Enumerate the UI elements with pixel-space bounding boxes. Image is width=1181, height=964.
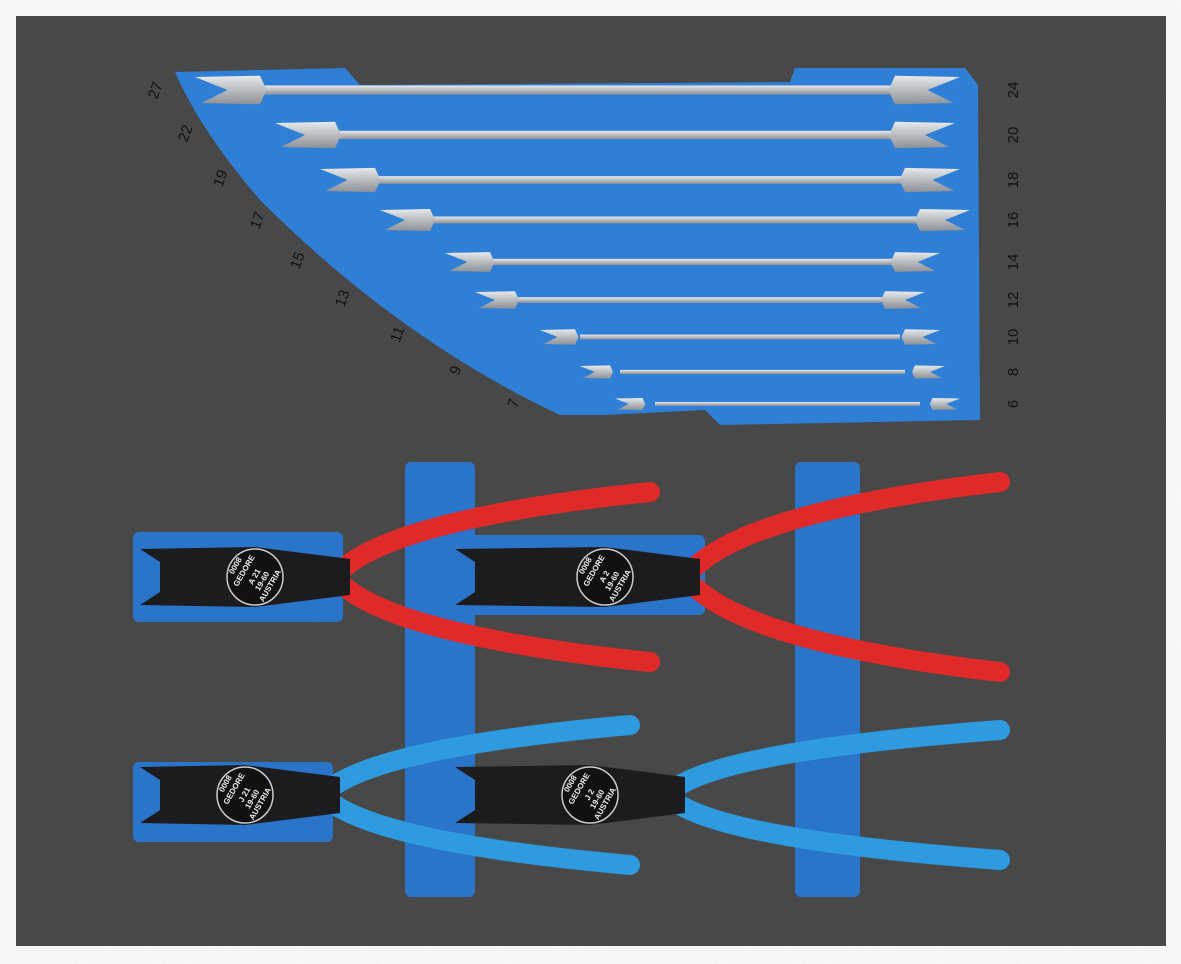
open-end	[615, 397, 646, 411]
wrench-size-right: 20	[1005, 127, 1022, 144]
wrench-size-right: 14	[1005, 254, 1022, 271]
pivot-badge	[226, 548, 284, 606]
handle-top	[325, 715, 640, 795]
wrench-size-left: 22	[175, 123, 197, 144]
wrench-size-right: 16	[1005, 212, 1022, 229]
open-end	[380, 209, 435, 231]
open-end	[475, 291, 519, 309]
open-end	[899, 167, 960, 193]
open-end	[445, 252, 495, 272]
open-end	[275, 121, 341, 149]
wrench: 27 24	[145, 75, 1022, 105]
handle-top	[685, 472, 1010, 577]
handle-top	[335, 482, 660, 577]
open-end	[881, 291, 925, 309]
handle-top	[670, 720, 1010, 795]
open-end	[889, 121, 955, 149]
open-end	[890, 252, 940, 272]
plier-support-right	[795, 462, 860, 897]
open-end	[580, 365, 613, 379]
handle-bottom	[670, 795, 1010, 870]
open-end	[888, 75, 960, 105]
wrench-size-left: 27	[145, 80, 167, 101]
wrench-size-left: 13	[332, 288, 354, 309]
open-end	[915, 209, 970, 231]
wrench-size-left: 17	[247, 210, 269, 231]
open-end	[929, 397, 960, 411]
wrench-size-right: 12	[1005, 292, 1022, 309]
pivot-badge	[216, 766, 274, 824]
pivot-badge	[576, 548, 634, 606]
wrench: 11 10	[387, 324, 1022, 345]
open-end	[912, 365, 945, 379]
pivot-badge	[561, 766, 619, 824]
handle-bottom	[335, 577, 660, 672]
wrench-size-left: 15	[287, 250, 309, 271]
wrench-size-left: 19	[210, 168, 232, 189]
handle-bottom	[325, 795, 640, 875]
wrench: 22 20	[175, 121, 1022, 149]
handle-bottom	[685, 577, 1010, 682]
open-end	[320, 167, 381, 193]
open-end	[901, 329, 940, 345]
wrench-size-right: 18	[1005, 172, 1022, 189]
wrench-size-right: 8	[1005, 368, 1022, 376]
wrench-size-right: 6	[1005, 400, 1022, 408]
wrench-size-right: 10	[1005, 329, 1022, 346]
wrench-size-left: 11	[387, 324, 408, 344]
open-end	[540, 329, 579, 345]
open-end	[195, 75, 267, 105]
wrench-size-right: 24	[1005, 82, 1022, 99]
wrench: 13 12	[332, 288, 1022, 309]
